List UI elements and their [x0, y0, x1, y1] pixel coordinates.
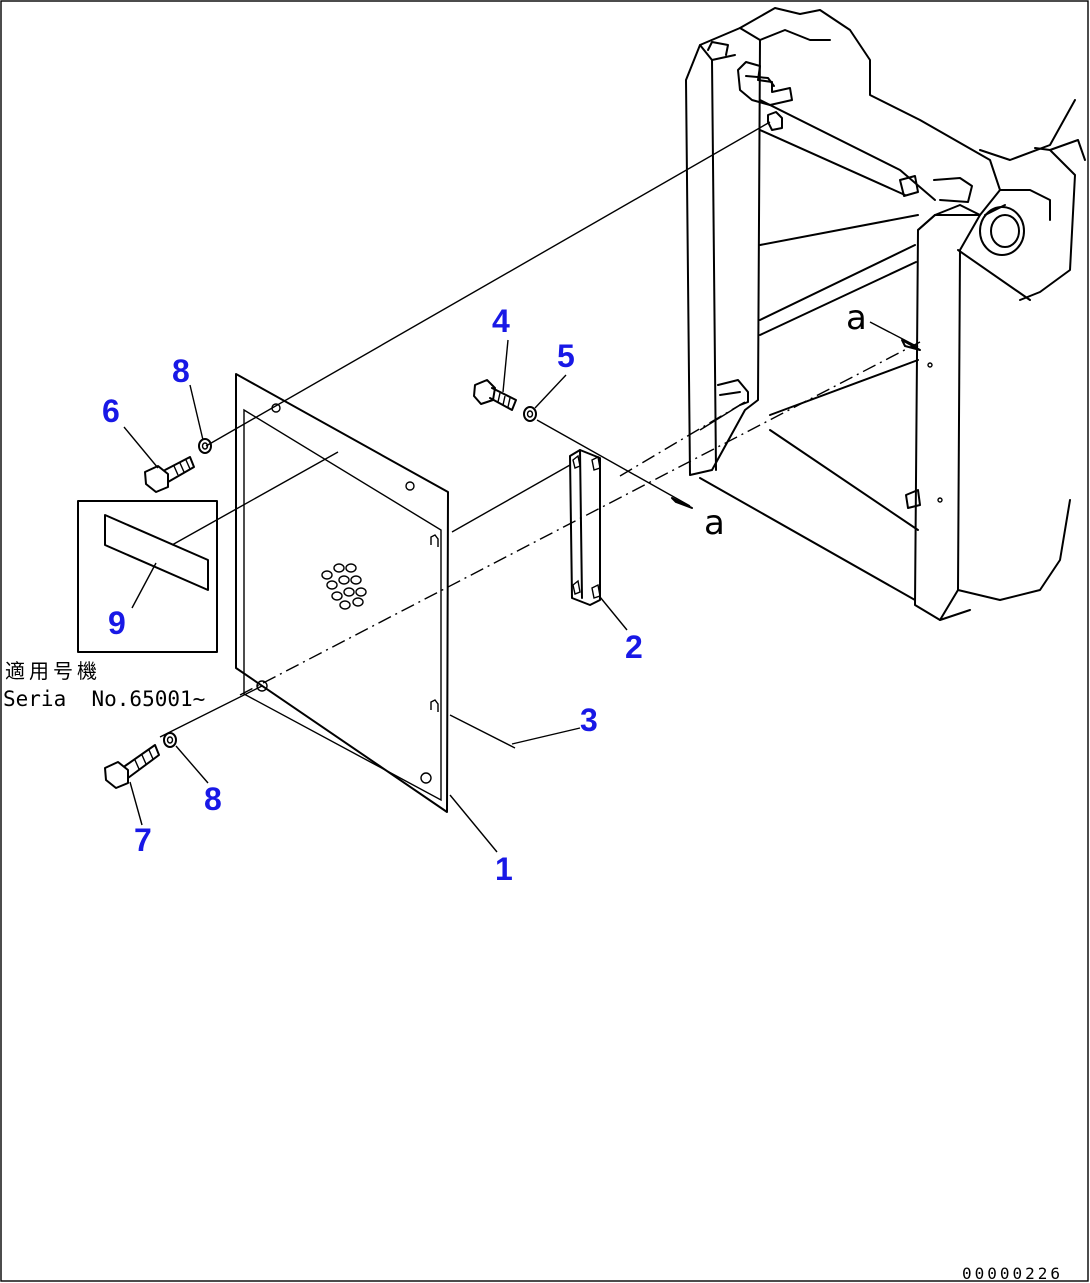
applicability-label: 適用号機: [5, 659, 101, 683]
callout-7: 7: [134, 822, 152, 858]
reference-mark-a-lower: a: [704, 503, 725, 543]
bracket: [569, 449, 601, 606]
washer-5: [523, 406, 693, 509]
callout-8-lower: 8: [204, 781, 222, 817]
reference-mark-a-upper: a: [846, 298, 867, 338]
callout-leaders: [123, 321, 921, 853]
callout-2: 2: [625, 629, 643, 665]
callout-5: 5: [557, 338, 575, 374]
serial-number-range: Seria No.65001~: [3, 687, 205, 711]
assembly-center-lines: [159, 121, 921, 749]
bolt-6: [144, 456, 195, 493]
callout-9: 9: [108, 605, 126, 641]
callout-3: 3: [580, 702, 598, 738]
bolt-7: [104, 744, 160, 789]
callout-6: 6: [102, 393, 120, 429]
washer-8-upper: [198, 438, 212, 454]
bolt-4: [473, 379, 517, 411]
callout-1: 1: [495, 851, 513, 887]
cover-plate: [235, 373, 449, 813]
washer-8-lower: [163, 732, 177, 748]
callout-8-upper: 8: [172, 353, 190, 389]
machine-frame: [685, 7, 1086, 621]
callout-4: 4: [492, 303, 510, 339]
drawing-number: 00000226: [962, 1264, 1063, 1283]
label-detail-box: [77, 500, 218, 653]
